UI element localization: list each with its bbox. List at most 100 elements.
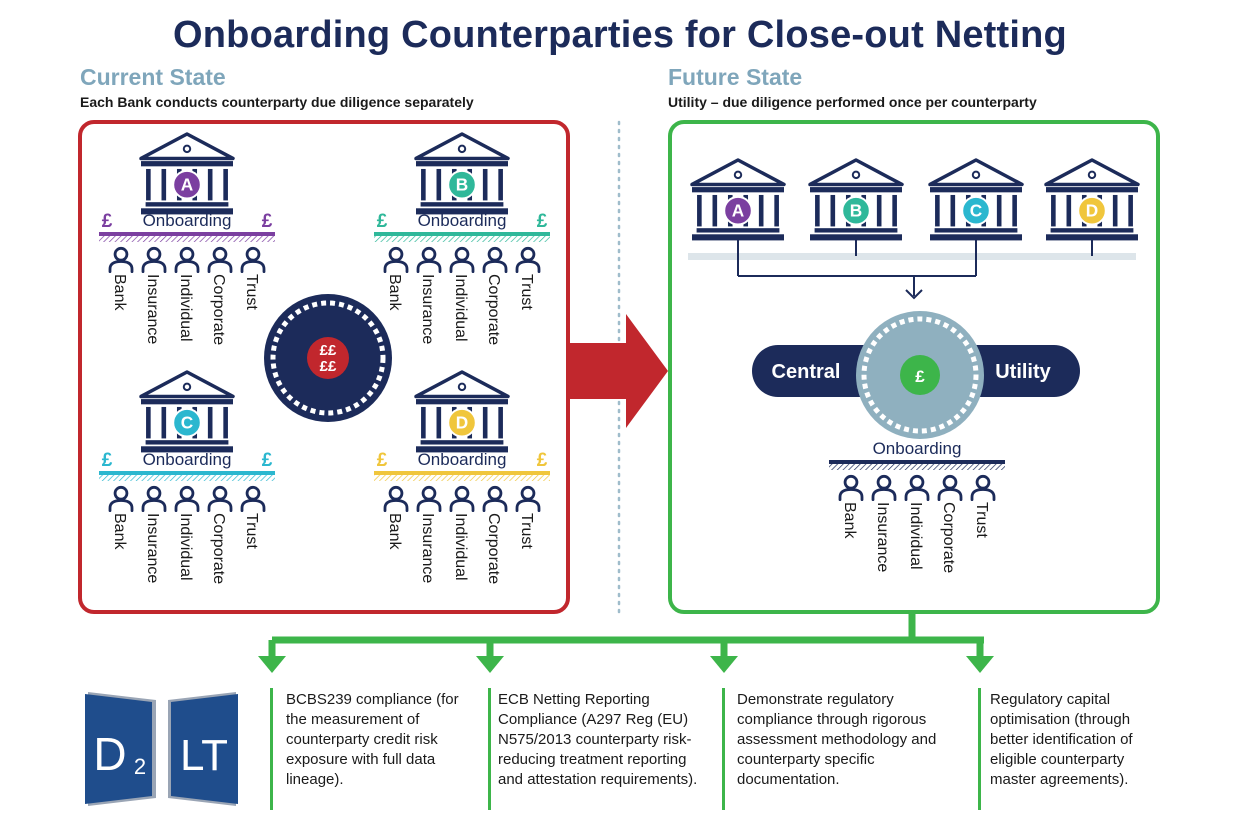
pound-sign-right: £ (262, 450, 273, 471)
future-state-subtitle: Utility – due diligence performed once p… (668, 94, 1037, 110)
bank-step-upper (145, 202, 229, 207)
bank-step-lower (416, 208, 508, 215)
utility-right-label: Utility (995, 361, 1051, 383)
counterparty-label-individual: Individual (177, 513, 194, 581)
bank-step-lower (930, 234, 1022, 241)
bank-step-upper (145, 440, 229, 445)
counterparty-label-bank: Bank (386, 513, 403, 550)
bank-letter-badge (1077, 195, 1107, 226)
bank-step-lower (692, 234, 784, 241)
bank-column (223, 406, 228, 439)
bank-column (876, 194, 882, 227)
bank-column (498, 168, 503, 201)
counterparty-label-trust: Trust (518, 513, 535, 549)
bank-roof-dot (457, 144, 467, 154)
bank-column (207, 406, 213, 439)
onboarding-bar (99, 232, 275, 236)
person-icon (449, 485, 475, 513)
bank-column (482, 168, 488, 201)
bank-column (697, 194, 702, 227)
bank-c-future: C (928, 158, 1024, 241)
bank-column (436, 406, 442, 439)
counterparty-label-corporate: Corporate (940, 502, 957, 573)
counterparty-label-trust: Trust (243, 274, 260, 310)
person-icon (207, 246, 233, 274)
bank-step-lower (1046, 234, 1138, 241)
counterparty-label-trust: Trust (973, 502, 990, 538)
bank-entablature (930, 187, 1022, 193)
bank-entablature (810, 187, 902, 193)
counterparty-label-trust: Trust (243, 513, 260, 549)
counterparty-label-bank: Bank (841, 502, 858, 539)
bank-column (996, 194, 1002, 227)
page-title: Onboarding Counterparties for Close-out … (173, 14, 1067, 56)
logo-lt-text: LT (180, 731, 228, 780)
counterparty-label-trust: Trust (518, 274, 535, 310)
bank-column (892, 194, 897, 227)
bank-column (421, 168, 426, 201)
bank-entablature (416, 161, 508, 167)
counterparty-label-individual: Individual (452, 513, 469, 581)
bank-entablature (1046, 187, 1138, 193)
logo-d-text: D (93, 728, 126, 780)
logo-right-panel (171, 694, 238, 804)
bank-column (1012, 194, 1017, 227)
bank-column (758, 194, 764, 227)
person-icon (871, 474, 897, 502)
counterparty-label-corporate: Corporate (485, 274, 502, 345)
bank-step-lower (141, 208, 233, 215)
bank-column (1112, 194, 1118, 227)
bank-b-current: B (414, 132, 510, 215)
onboarding-bar-hatch (829, 464, 1005, 470)
bank-c-current: C (139, 370, 235, 453)
bank-letter: C (181, 412, 193, 432)
bank-column (950, 194, 956, 227)
counterparty-label-individual: Individual (452, 274, 469, 342)
bank-step-upper (420, 440, 504, 445)
person-icon (383, 485, 409, 513)
onboarding-bar (374, 471, 550, 475)
counterparty-label-insurance: Insurance (419, 274, 436, 344)
bank-column (482, 406, 488, 439)
counterparty-label-bank: Bank (386, 274, 403, 311)
benefit-connectors (258, 614, 994, 673)
pound-sign-left: £ (102, 450, 113, 471)
onboarding-label: Onboarding (143, 211, 232, 230)
bank-column (161, 168, 167, 201)
person-icon (838, 474, 864, 502)
counterparty-label-insurance: Insurance (419, 513, 436, 583)
logo-subscript-text: 2 (134, 754, 146, 779)
counterparty-label-corporate: Corporate (210, 274, 227, 345)
counterparty-label-bank: Bank (111, 274, 128, 311)
bank-letter-badge (961, 195, 991, 226)
benefit-capital-optimisation: Regulatory capital optimisation (through… (990, 691, 1133, 788)
bank-column (498, 406, 503, 439)
bank-roof-dot (182, 382, 192, 392)
counterparty-label-individual: Individual (907, 502, 924, 570)
counterparty-label-bank: Bank (111, 513, 128, 550)
bank-step-upper (420, 202, 504, 207)
person-icon (207, 485, 233, 513)
person-icon (174, 246, 200, 274)
counterparty-label-insurance: Insurance (144, 513, 161, 583)
bank-entablature (141, 161, 233, 167)
counterparty-label-corporate: Corporate (210, 513, 227, 584)
person-icon (515, 485, 541, 513)
bank-step-upper (814, 228, 898, 233)
pound-sign-left: £ (377, 211, 388, 232)
onboarding-bar (829, 460, 1005, 464)
bank-entablature (692, 187, 784, 193)
bank-column (223, 168, 228, 201)
person-icon (416, 485, 442, 513)
bank-letter-badge (723, 195, 753, 226)
person-icon (240, 246, 266, 274)
bank-letter-badge (841, 195, 871, 226)
logo-left-panel (85, 694, 152, 804)
bank-entablature (141, 399, 233, 405)
person-icon (937, 474, 963, 502)
benefit-ecb-netting: ECB Netting Reporting Compliance (A297 R… (498, 691, 698, 788)
